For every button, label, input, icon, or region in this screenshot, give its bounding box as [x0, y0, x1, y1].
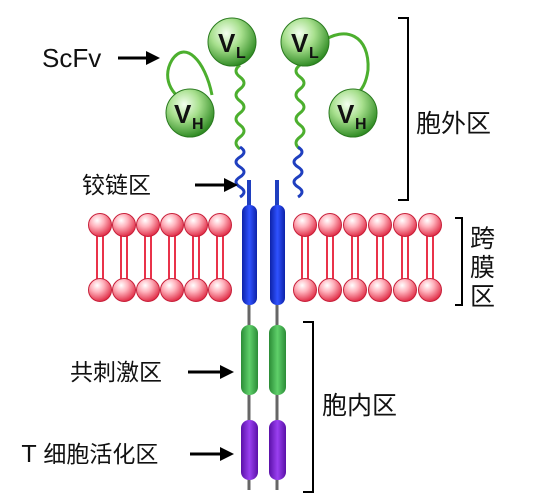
svg-text:ScFv: ScFv	[42, 43, 101, 73]
linker-wave	[234, 63, 246, 151]
lipid-head	[293, 213, 317, 237]
transmembrane-domain	[270, 205, 285, 305]
lipid-head	[343, 278, 367, 302]
lipid-bilayer	[88, 213, 442, 302]
arrow-icon	[220, 447, 234, 461]
costimulatory-domain	[269, 325, 286, 395]
svg-text:膜: 膜	[470, 253, 495, 282]
svg-text:胞外区: 胞外区	[416, 109, 491, 138]
lipid-head	[343, 213, 367, 237]
lipid-head	[368, 213, 392, 237]
svg-text:T 细胞活化区: T 细胞活化区	[21, 442, 158, 468]
receptor-chain-left	[166, 50, 258, 490]
hinge-wave	[234, 145, 246, 199]
lipid-head	[136, 278, 160, 302]
arrow-icon	[224, 178, 238, 192]
svg-text:L: L	[236, 45, 246, 62]
costim-label: 共刺激区	[70, 360, 234, 386]
vl-domain-left: V L	[207, 17, 257, 67]
lipid-head	[393, 278, 417, 302]
vl-domain-right: V L	[280, 17, 330, 67]
activation-domain	[269, 420, 286, 480]
linker-wave	[294, 63, 306, 151]
hinge-stalk	[275, 180, 279, 210]
svg-text:区: 区	[470, 282, 495, 311]
receptor-chain-right	[269, 32, 370, 490]
svg-text:V: V	[291, 28, 309, 58]
arrow-icon	[146, 51, 160, 65]
lipid-head	[184, 278, 208, 302]
arrow-icon	[220, 365, 234, 379]
svg-text:胞内区: 胞内区	[322, 391, 397, 420]
svg-text:跨: 跨	[470, 224, 495, 253]
svg-text:V: V	[337, 99, 355, 129]
lipid-head	[160, 278, 184, 302]
lipid-head	[418, 213, 442, 237]
lipid-head	[160, 213, 184, 237]
lipid-head	[368, 278, 392, 302]
hinge-wave	[292, 145, 304, 199]
intracellular-bracket: 胞内区	[303, 321, 397, 493]
lipid-head	[112, 278, 136, 302]
svg-text:铰链区: 铰链区	[82, 173, 151, 199]
svg-text:V: V	[218, 28, 236, 58]
hinge-stalk	[247, 180, 251, 210]
svg-text:共刺激区: 共刺激区	[70, 360, 162, 386]
lipid-head	[208, 278, 232, 302]
activation-domain	[241, 420, 258, 480]
vh-domain-left: V H	[165, 88, 215, 138]
vh-domain-right: V H	[328, 88, 378, 138]
lipid-head	[88, 278, 112, 302]
lipid-head	[88, 213, 112, 237]
svg-text:H: H	[355, 116, 367, 133]
tcell-activation-label: T 细胞活化区	[21, 442, 234, 468]
lipid-head	[184, 213, 208, 237]
svg-text:H: H	[192, 116, 204, 133]
extracellular-bracket: 胞外区	[398, 17, 491, 201]
costimulatory-domain	[241, 325, 258, 395]
hinge-label: 铰链区	[82, 173, 238, 199]
lipid-head	[208, 213, 232, 237]
lipid-head	[393, 213, 417, 237]
lipid-head	[418, 278, 442, 302]
lipid-head	[136, 213, 160, 237]
lipid-head	[112, 213, 136, 237]
lipid-head	[318, 278, 342, 302]
transmembrane-domain	[242, 205, 257, 305]
svg-text:L: L	[309, 45, 319, 62]
transmembrane-bracket: 跨 膜 区	[455, 217, 495, 311]
lipid-head	[318, 213, 342, 237]
lipid-head	[293, 278, 317, 302]
scfv-label: ScFv	[42, 43, 160, 73]
svg-text:V: V	[174, 99, 192, 129]
